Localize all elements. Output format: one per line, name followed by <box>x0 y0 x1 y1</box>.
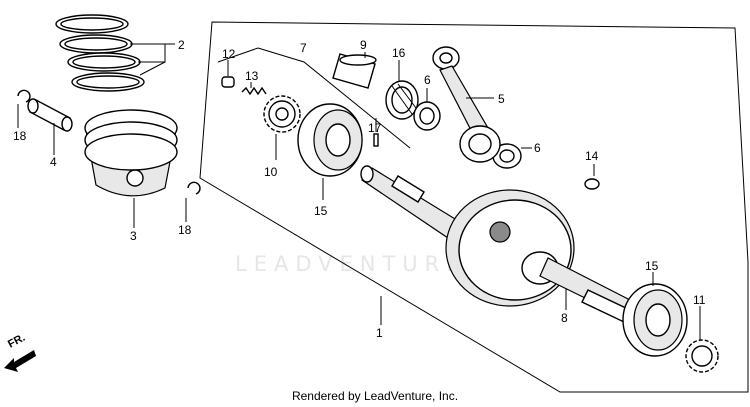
piston[interactable] <box>84 109 178 197</box>
callout-5: 5 <box>498 92 505 106</box>
callout-8: 8 <box>561 311 568 325</box>
callout-15-upper: 15 <box>314 204 328 218</box>
callout-14: 14 <box>585 149 599 163</box>
piston-pin[interactable] <box>27 98 73 132</box>
render-credit: Rendered by LeadVenture, Inc. <box>291 389 459 403</box>
callout-6-upper: 6 <box>424 73 431 87</box>
needle-bearing-9[interactable] <box>332 53 377 89</box>
callout-18-right: 18 <box>178 223 192 237</box>
circlip-left[interactable] <box>17 89 31 103</box>
thrust-washer-upper[interactable] <box>413 101 441 131</box>
callout-11: 11 <box>693 293 706 307</box>
callout-3: 3 <box>130 229 137 243</box>
callout-9: 9 <box>360 38 367 52</box>
callout-16: 16 <box>392 46 406 60</box>
spring-13[interactable] <box>241 86 267 96</box>
connecting-rod[interactable] <box>432 46 501 163</box>
callout-4: 4 <box>50 155 57 169</box>
woodruff-key[interactable] <box>221 76 235 88</box>
callout-13: 13 <box>245 69 259 83</box>
key-14[interactable] <box>584 178 600 190</box>
front-direction-arrow-icon <box>4 350 36 372</box>
callout-12: 12 <box>222 47 236 61</box>
callout-10: 10 <box>264 165 278 179</box>
bracket-7 <box>257 47 411 149</box>
ball-bearing-upper[interactable] <box>297 103 363 177</box>
crankshaft-gear[interactable] <box>685 339 719 373</box>
watermark: LEADVENTURE <box>235 252 467 276</box>
pin-17[interactable] <box>373 133 379 147</box>
callout-17: 17 <box>368 121 382 135</box>
crankshaft[interactable] <box>360 165 631 323</box>
circlip-right[interactable] <box>187 181 201 195</box>
assembly-outline <box>199 21 749 393</box>
callout-7: 7 <box>300 41 307 55</box>
callout-2: 2 <box>178 38 185 52</box>
callout-15-lower: 15 <box>645 259 659 273</box>
timing-gear[interactable] <box>263 95 301 133</box>
ball-bearing-lower[interactable] <box>622 283 688 357</box>
callout-1: 1 <box>376 326 383 340</box>
thrust-washer-lower[interactable] <box>492 143 522 169</box>
callout-18-left: 18 <box>13 129 27 143</box>
needle-bearing-16[interactable] <box>385 80 419 120</box>
piston-rings[interactable] <box>55 14 145 92</box>
callout-6-lower: 6 <box>534 141 541 155</box>
